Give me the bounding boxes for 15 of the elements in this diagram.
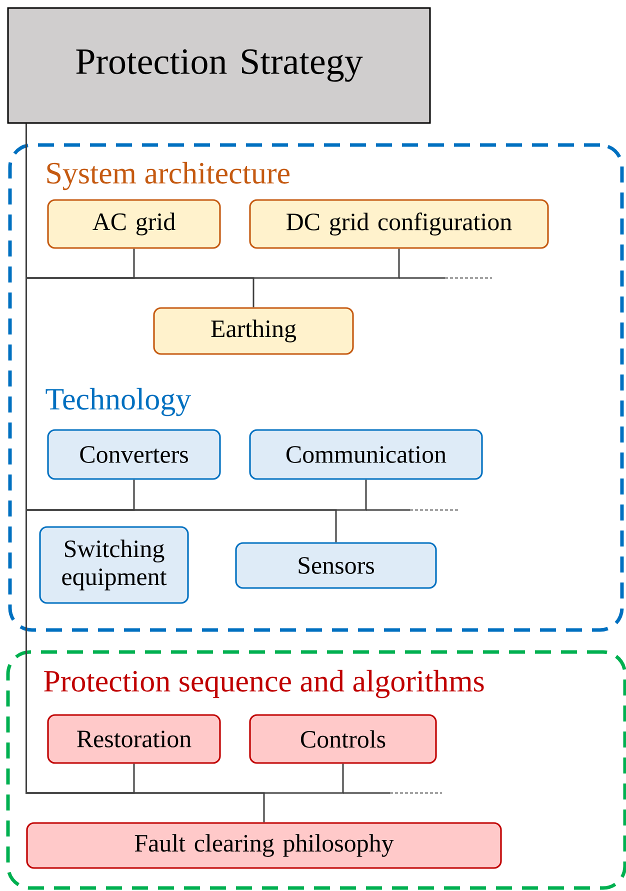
category-box: Restoration [47,714,221,764]
category-box: Fault clearing philosophy [26,822,502,869]
category-box: Switching equipment [39,526,189,604]
category-box: Sensors [235,542,437,589]
tree-connector [26,124,265,822]
group-heading: Protection sequence and algorithms [44,670,484,698]
group-heading: System architecture [47,162,290,190]
title-box: Protection Strategy [7,7,431,124]
category-box: Converters [47,429,221,480]
category-box: AC grid [47,199,221,249]
category-box: Communication [249,429,483,480]
category-box: Controls [249,714,437,764]
category-box: Earthing [153,307,354,355]
group-heading: Technology [46,388,192,416]
category-box: DC grid configuration [249,199,549,249]
